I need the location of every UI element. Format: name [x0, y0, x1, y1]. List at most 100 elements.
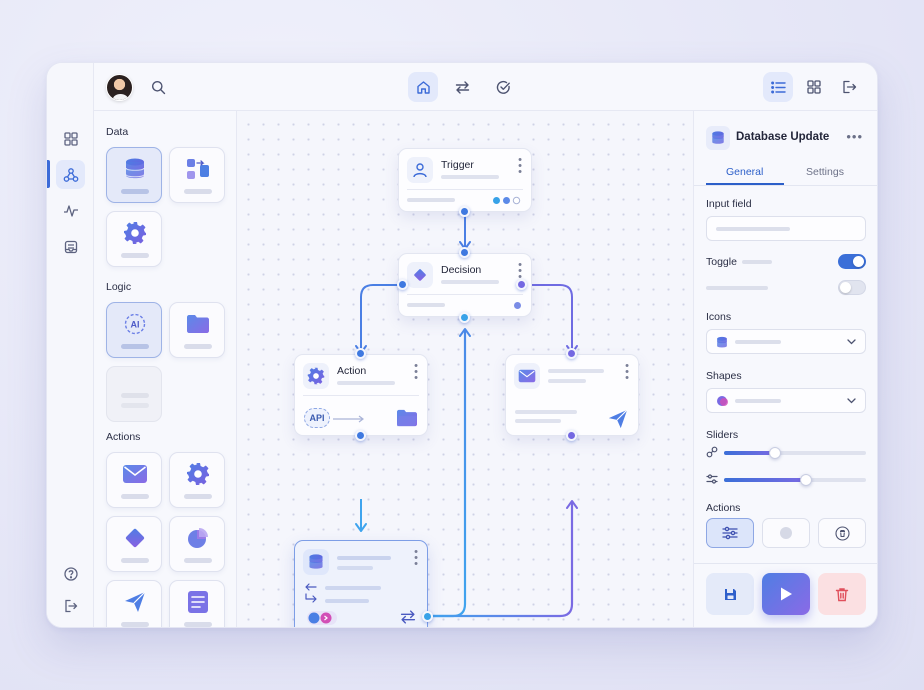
port-decision-left[interactable] [397, 279, 408, 290]
slider-handle[interactable] [769, 447, 782, 459]
icons-select[interactable] [706, 329, 866, 354]
palette-tile-settings[interactable] [106, 211, 162, 267]
trash-circle-icon [834, 525, 850, 541]
rail-workflow-button[interactable] [56, 160, 85, 189]
port-trigger-out[interactable] [459, 206, 470, 217]
node-decision[interactable]: Decision ••• [398, 253, 532, 317]
port-action-in[interactable] [355, 348, 366, 359]
clear-action-button[interactable] [818, 518, 866, 548]
toggle-switch-off[interactable] [838, 280, 866, 295]
toggle-label: Toggle [706, 256, 737, 268]
adjust-action-button[interactable] [706, 518, 754, 548]
toggle-switch-on[interactable] [838, 254, 866, 269]
palette-section-title: Actions [106, 431, 141, 443]
exit-button[interactable] [834, 72, 864, 102]
toggle-description-placeholder [706, 286, 768, 290]
search-button[interactable] [143, 72, 173, 102]
node-subtitle-placeholder [441, 280, 499, 284]
home-button[interactable] [408, 72, 438, 102]
port-email-bottom[interactable] [566, 430, 577, 441]
palette-tile-form[interactable] [169, 580, 225, 627]
tab-settings[interactable]: Settings [806, 166, 844, 178]
rail-analytics-button[interactable] [56, 196, 85, 225]
node-icon [303, 549, 329, 575]
port-action-out[interactable] [355, 430, 366, 441]
send-icon [608, 409, 628, 429]
slider-1[interactable] [724, 447, 866, 459]
more-icon[interactable]: ••• [625, 360, 629, 384]
gear-icon [124, 222, 146, 244]
workflow-canvas[interactable]: Trigger ••• Decision ••• [237, 111, 693, 627]
more-horizontal-icon[interactable]: ••• [846, 129, 863, 144]
palette-tile-report[interactable] [169, 516, 225, 572]
palette-tile-email[interactable] [106, 452, 162, 508]
circle-icon [780, 527, 792, 539]
more-icon[interactable]: ••• [414, 360, 418, 384]
node-divider [303, 395, 419, 396]
footer-divider [694, 563, 877, 564]
save-icon [724, 588, 736, 600]
trash-icon [835, 587, 849, 601]
save-button[interactable] [706, 573, 754, 615]
node-palette: Data Logic AI Actions [94, 111, 237, 627]
sliders-label: Sliders [706, 429, 739, 441]
node-database[interactable]: ••• [294, 540, 428, 627]
node-icon [514, 363, 540, 389]
swap-button[interactable] [447, 72, 477, 102]
inspector-icon [706, 126, 730, 150]
node-action[interactable]: Action ••• API [294, 354, 428, 436]
port-email-in[interactable] [566, 348, 577, 359]
wire-decision-email [521, 284, 573, 353]
api-chip: API [304, 408, 330, 428]
more-icon[interactable]: ••• [414, 546, 418, 570]
palette-tile-config[interactable] [169, 452, 225, 508]
rail-help-button[interactable] [56, 559, 85, 588]
play-icon [781, 587, 792, 601]
palette-tile-send[interactable] [106, 580, 162, 627]
delete-button[interactable] [818, 573, 866, 615]
gear-icon [307, 367, 325, 385]
list-view-button[interactable] [763, 72, 793, 102]
status-dot-icon [514, 302, 521, 309]
node-body-placeholder [325, 586, 381, 590]
input-field[interactable] [706, 216, 866, 241]
palette-tile-ai[interactable]: AI [106, 302, 162, 358]
more-icon[interactable]: ••• [518, 259, 522, 283]
check-circle-icon [496, 80, 510, 94]
validate-button[interactable] [488, 72, 518, 102]
port-decision-bottom[interactable] [459, 312, 470, 323]
tab-general[interactable]: General [726, 166, 764, 178]
send-icon [125, 591, 146, 612]
rail-dashboard-button[interactable] [56, 124, 85, 153]
palette-tile-folder[interactable] [169, 302, 225, 358]
rail-documents-button[interactable] [56, 232, 85, 261]
more-icon[interactable]: ••• [518, 154, 522, 178]
node-footer-placeholder [407, 198, 455, 202]
port-decision-in[interactable] [459, 247, 470, 258]
left-rail [47, 63, 94, 627]
home-icon [416, 80, 430, 94]
palette-tile-condition[interactable] [106, 516, 162, 572]
palette-tile-placeholder[interactable] [106, 366, 162, 422]
slider-2[interactable] [724, 474, 866, 486]
grid-icon [63, 131, 78, 146]
palette-tile-database[interactable] [106, 147, 162, 203]
logout-icon [64, 599, 77, 612]
slider-handle[interactable] [800, 474, 813, 486]
run-button[interactable] [762, 573, 810, 615]
node-trigger[interactable]: Trigger ••• [398, 148, 532, 212]
port-decision-right[interactable] [516, 279, 527, 290]
node-subtitle-placeholder [441, 175, 499, 179]
list-icon [770, 81, 786, 93]
avatar[interactable] [106, 74, 133, 101]
node-email[interactable]: ••• [505, 354, 639, 436]
grid-view-button[interactable] [799, 72, 829, 102]
toggle-chip-icon [307, 611, 337, 625]
palette-tile-transform[interactable] [169, 147, 225, 203]
shapes-select[interactable] [706, 388, 866, 413]
rail-logout-button[interactable] [56, 591, 85, 620]
node-subtitle-placeholder [548, 379, 586, 383]
record-action-button[interactable] [762, 518, 810, 548]
adjustments-icon [722, 526, 738, 540]
port-database-right[interactable] [422, 611, 433, 622]
